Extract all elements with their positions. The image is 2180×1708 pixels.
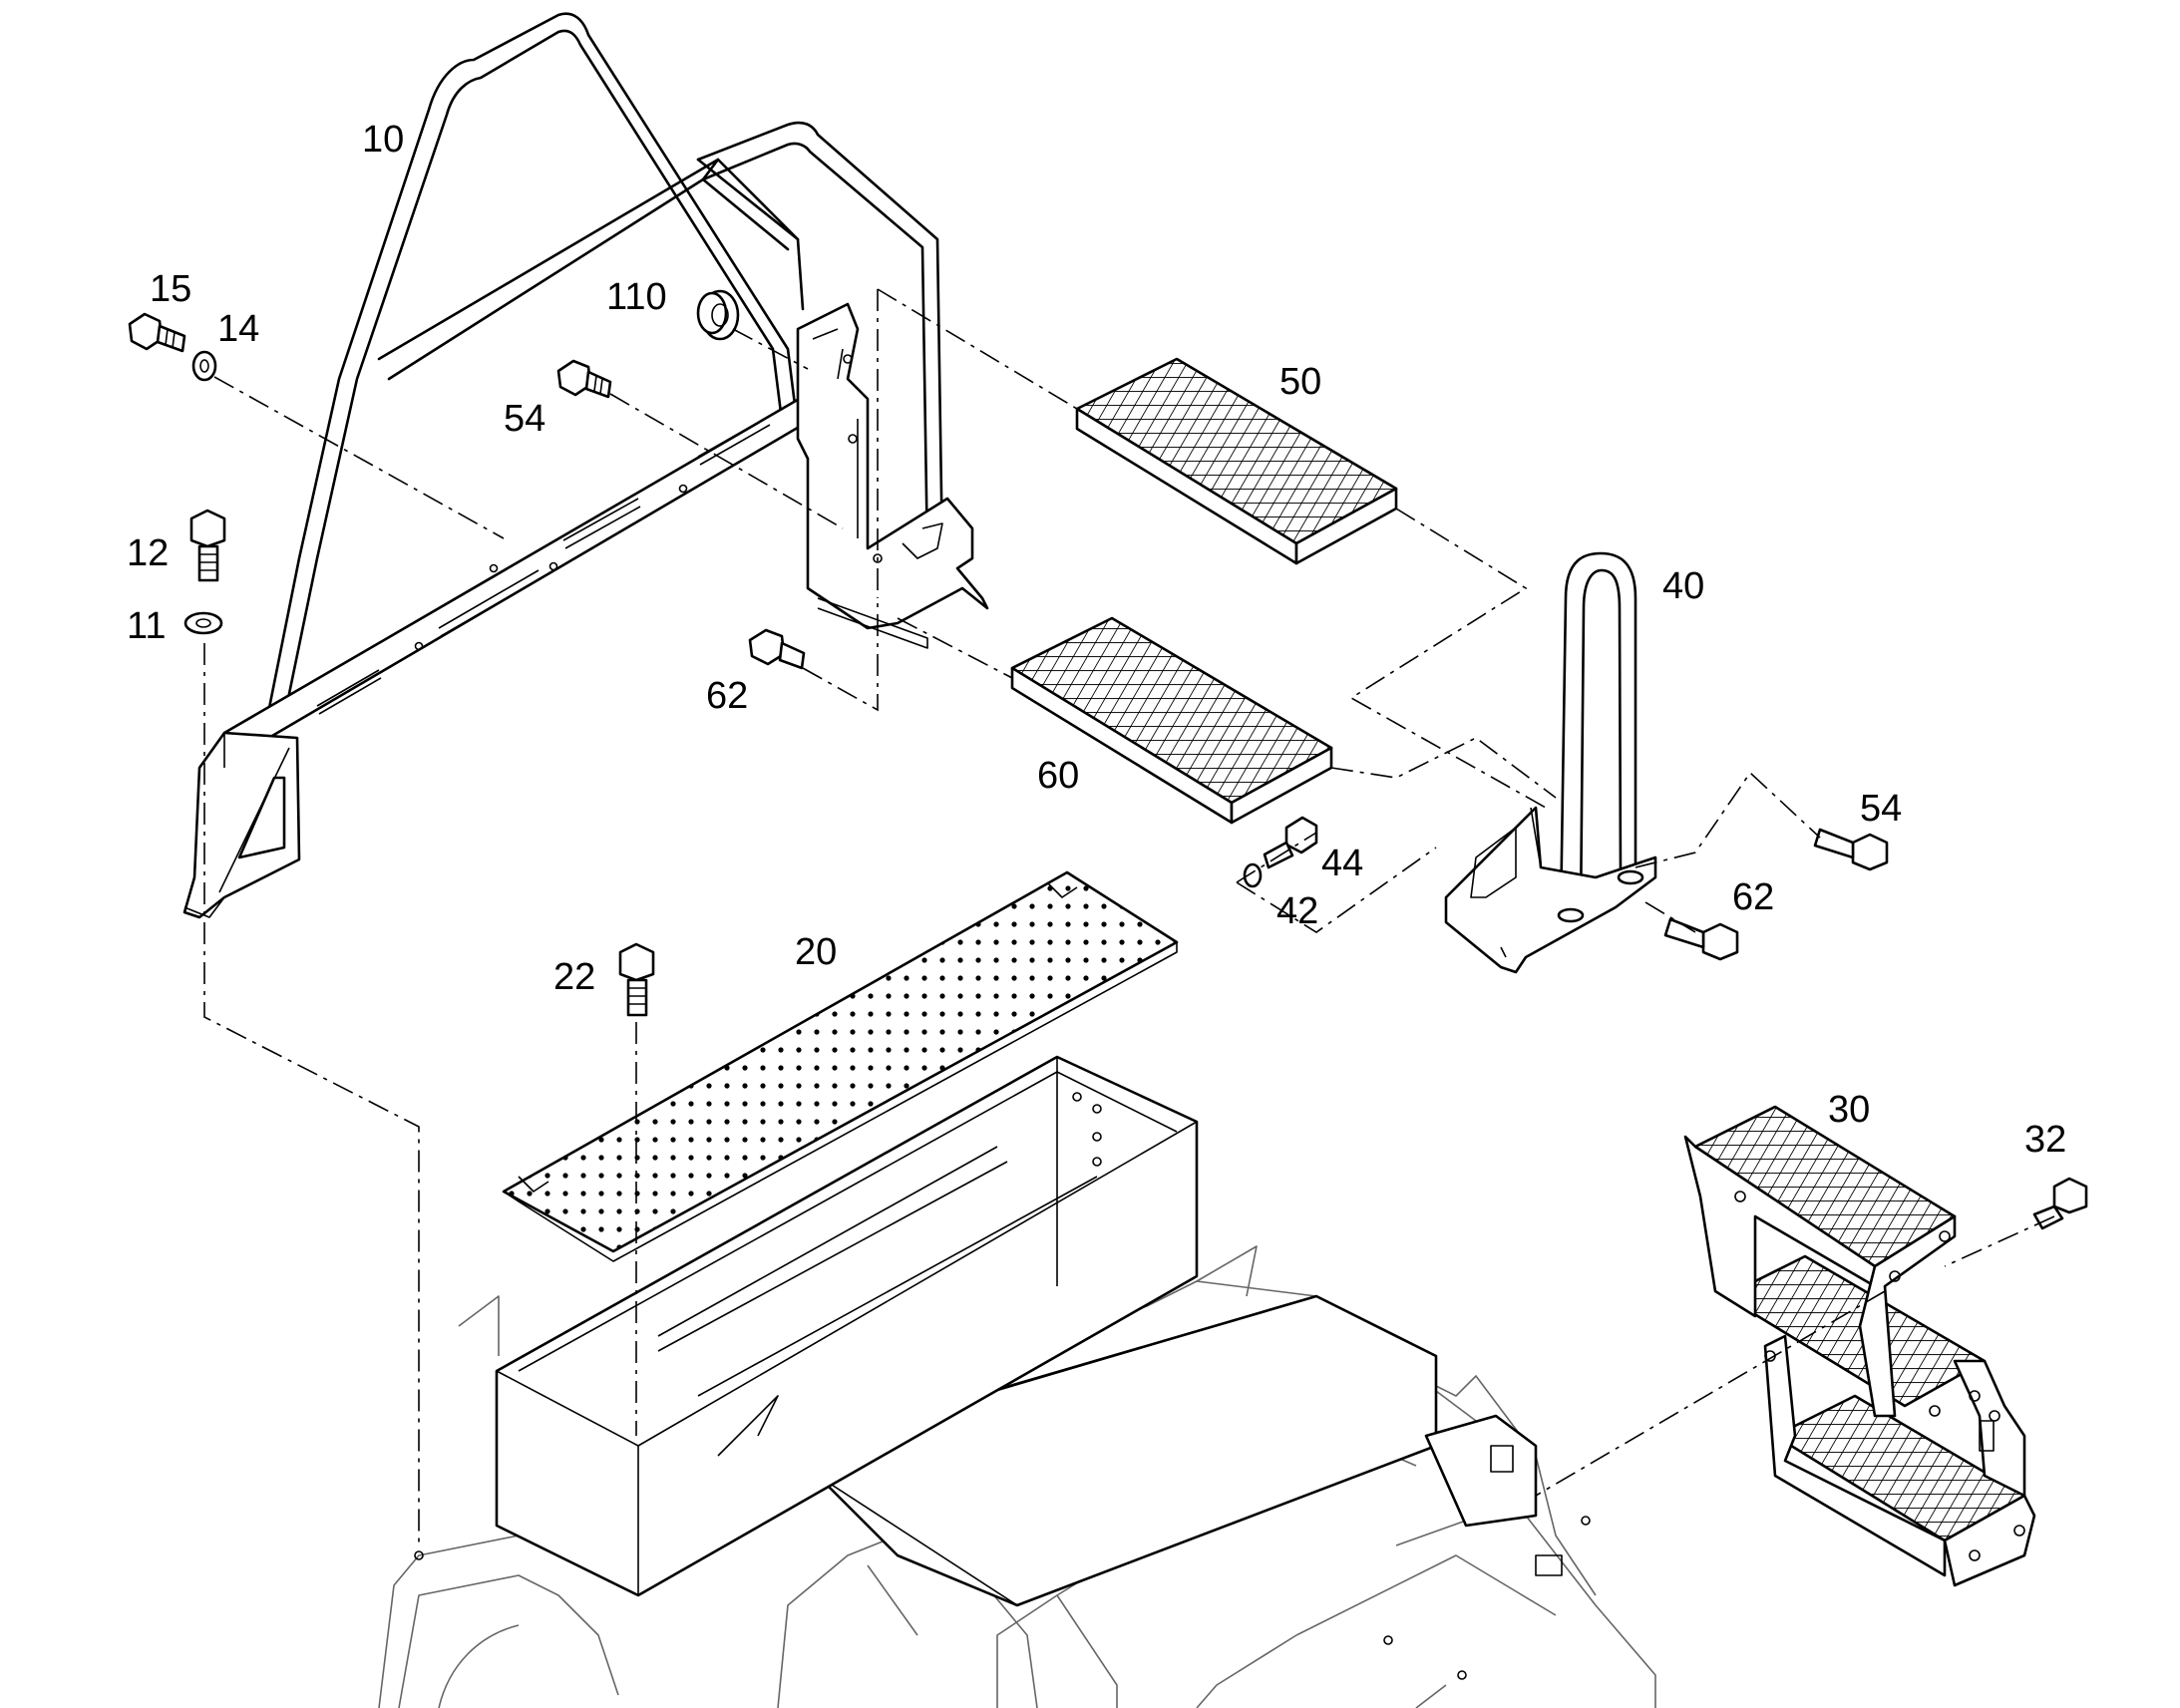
callout-42: 42 [1276, 890, 1318, 932]
part-10-handrail [182, 12, 989, 919]
bolt-32 [2032, 1177, 2088, 1230]
leader-lines [203, 288, 2055, 1545]
washer-14 [191, 350, 217, 382]
bolt-62-upper [748, 628, 806, 670]
callout-11: 11 [127, 605, 166, 647]
callout-32: 32 [2024, 1119, 2066, 1161]
callout-62-upper: 62 [706, 675, 748, 717]
bolt-54-upper [556, 359, 612, 399]
callout-44: 44 [1321, 843, 1363, 884]
callout-15: 15 [150, 268, 191, 310]
washer-42 [1243, 862, 1263, 888]
part-110-buffer [696, 289, 740, 341]
part-50-grating-step [1075, 357, 1398, 565]
callout-14: 14 [217, 308, 259, 350]
callout-110: 110 [606, 276, 667, 318]
machine-frame [378, 1245, 1656, 1708]
part-60-grating-step [1010, 616, 1333, 825]
callout-54-upper: 54 [504, 398, 545, 440]
callout-20: 20 [795, 931, 837, 973]
callout-54-right: 54 [1860, 788, 1902, 830]
callout-62-right: 62 [1732, 876, 1774, 918]
callout-50: 50 [1279, 361, 1321, 403]
bolt-15 [128, 312, 186, 353]
bolt-54-right [1813, 828, 1889, 871]
bolt-62-right [1663, 917, 1739, 961]
callout-10: 10 [362, 119, 404, 161]
callout-22: 22 [553, 956, 595, 998]
part-40-grab-handle [1444, 551, 1657, 974]
callout-40: 40 [1662, 565, 1704, 607]
bolt-22 [618, 942, 655, 1017]
bolt-12 [189, 509, 226, 582]
callout-60: 60 [1037, 755, 1079, 797]
callout-labels: 10 15 14 110 54 12 11 62 50 40 60 54 44 … [127, 119, 2066, 1161]
part-20-tread-box [495, 870, 1199, 1597]
callout-12: 12 [127, 532, 169, 574]
washer-11 [183, 611, 223, 635]
callout-30: 30 [1828, 1089, 1870, 1131]
part-30-step-ladder [1683, 1105, 2036, 1587]
